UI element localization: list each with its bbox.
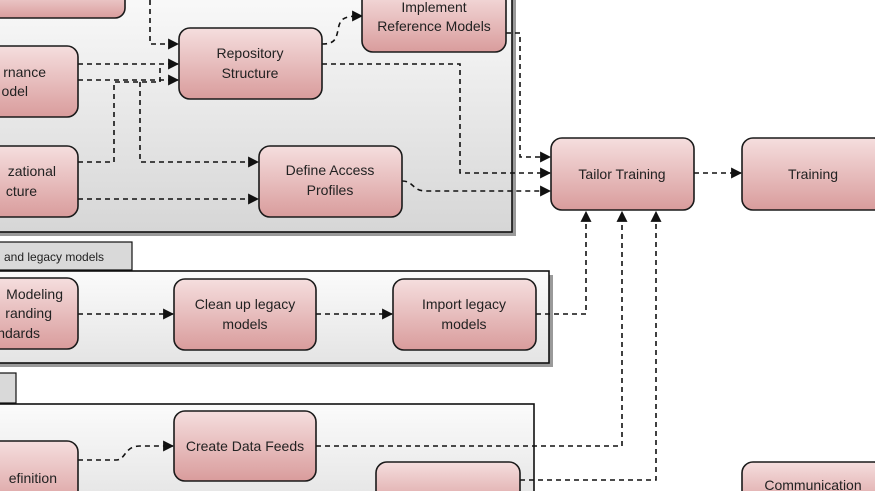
- connector: [401, 180, 552, 197]
- node-label: Structure: [222, 65, 279, 81]
- node-label: randing: [5, 305, 52, 321]
- node-define-access-profiles[interactable]: Define Access Profiles: [258, 145, 403, 218]
- node-repository-structure[interactable]: Repository Structure: [178, 27, 323, 100]
- node-training[interactable]: Training: [741, 137, 875, 211]
- node-label: Implement: [401, 0, 466, 15]
- connectors: [78, 0, 743, 481]
- node-label: efinition: [9, 470, 57, 486]
- node-label: Tailor Training: [578, 166, 665, 182]
- node-partial-bottom[interactable]: [375, 461, 521, 491]
- node-modeling-standards[interactable]: Modeling randing ndards: [0, 277, 79, 350]
- node-tailor-training[interactable]: Tailor Training: [550, 137, 695, 211]
- connector: [322, 63, 552, 179]
- node-label: Repository: [217, 45, 284, 61]
- node-definition[interactable]: efinition: [0, 440, 79, 491]
- group-data-tab: [0, 372, 17, 404]
- node-label: models: [441, 316, 486, 332]
- node-label: ndards: [0, 325, 40, 341]
- connector: [78, 440, 175, 461]
- node-label: Training: [788, 166, 838, 182]
- node-label: Import legacy: [422, 296, 506, 312]
- node-communication[interactable]: Communication: [741, 461, 875, 491]
- node-label: Create Data Feeds: [186, 438, 304, 454]
- node-implement-ref-models[interactable]: Implement Reference Models: [361, 0, 507, 53]
- node-label: Profiles: [307, 182, 354, 198]
- node-label: Reference Models: [377, 18, 491, 34]
- node-governance-model[interactable]: rnance odel: [0, 45, 79, 118]
- node-label: Define Access: [286, 162, 375, 178]
- node-label: cture: [6, 183, 37, 199]
- node-create-data-feeds[interactable]: Create Data Feeds: [173, 410, 317, 482]
- connector: [520, 210, 662, 481]
- group-legacy-tab: and legacy models: [0, 241, 133, 271]
- node-clean-up-legacy[interactable]: Clean up legacy models: [173, 278, 317, 351]
- node-label: odel: [2, 83, 28, 99]
- connector: [316, 210, 628, 447]
- node-label: Clean up legacy: [195, 296, 295, 312]
- node-import-legacy[interactable]: Import legacy models: [392, 278, 537, 351]
- group-legacy-tab-label: and legacy models: [4, 250, 104, 264]
- connector: [536, 210, 592, 315]
- node-organizational-structure[interactable]: zational cture: [0, 145, 79, 218]
- node-label: Modeling: [6, 286, 63, 302]
- node-label: models: [222, 316, 267, 332]
- connector: [506, 32, 552, 163]
- node-label: rnance: [3, 64, 46, 80]
- node-label: zational: [8, 163, 56, 179]
- node-label: Communication: [764, 477, 861, 491]
- node-partial-top[interactable]: [0, 0, 126, 19]
